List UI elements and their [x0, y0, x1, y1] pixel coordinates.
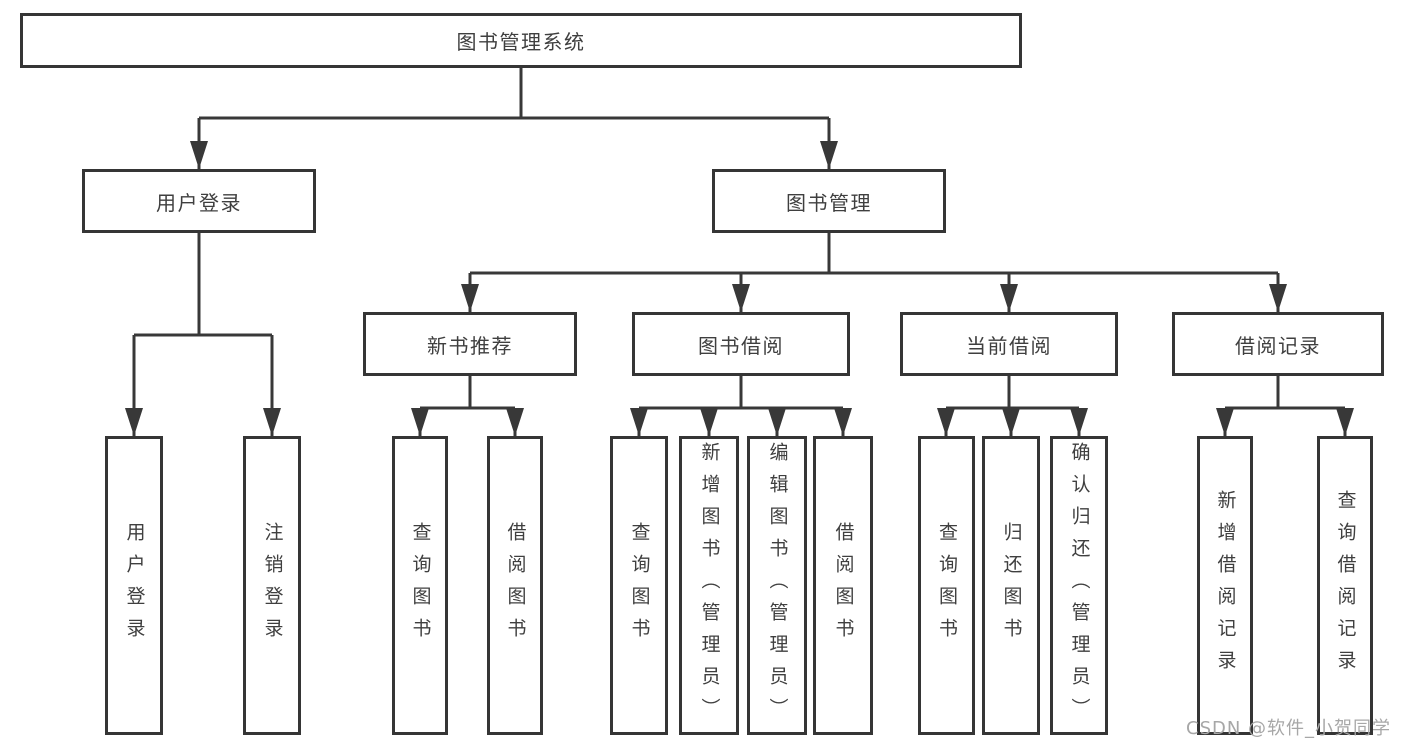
leaf-add-borrow-record: 新增借阅记录	[1197, 436, 1253, 735]
node-root: 图书管理系统	[20, 13, 1022, 68]
node-current-borrow: 当前借阅	[900, 312, 1118, 376]
leaf-recommend-query-books: 查询图书	[392, 436, 448, 735]
node-book-borrow: 图书借阅	[632, 312, 850, 376]
node-current-borrow-label: 当前借阅	[966, 333, 1052, 358]
leaf-recommend-query-books-label: 查询图书	[409, 521, 432, 650]
leaf-recommend-borrow-books-label: 借阅图书	[504, 521, 527, 650]
leaf-recommend-borrow-books: 借阅图书	[487, 436, 543, 735]
leaf-add-books-admin-label: 新增图书（管理员）	[698, 441, 721, 730]
csdn-watermark: CSDN @软件_小贺同学	[1186, 718, 1392, 739]
node-new-book-recommend-label: 新书推荐	[427, 333, 513, 358]
arrowheads	[125, 141, 1354, 436]
connector-path	[132, 68, 1347, 436]
leaf-current-query-books: 查询图书	[918, 436, 975, 735]
leaf-add-books-admin: 新增图书（管理员）	[679, 436, 739, 735]
leaf-logout-label: 注销登录	[261, 521, 284, 650]
leaf-edit-books-admin-label: 编辑图书（管理员）	[766, 441, 789, 730]
leaf-edit-books-admin: 编辑图书（管理员）	[747, 436, 807, 735]
leaf-query-borrow-record-label: 查询借阅记录	[1334, 489, 1357, 682]
node-new-book-recommend: 新书推荐	[363, 312, 577, 376]
node-book-management: 图书管理	[712, 169, 946, 233]
leaf-logout: 注销登录	[243, 436, 301, 735]
leaf-return-books: 归还图书	[982, 436, 1040, 735]
node-borrow-records-label: 借阅记录	[1235, 333, 1321, 358]
leaf-add-borrow-record-label: 新增借阅记录	[1214, 489, 1237, 682]
node-book-borrow-label: 图书借阅	[698, 333, 784, 358]
leaf-confirm-return-admin-label: 确认归还（管理员）	[1068, 441, 1091, 730]
leaf-confirm-return-admin: 确认归还（管理员）	[1050, 436, 1108, 735]
node-user-login-label: 用户登录	[156, 190, 242, 215]
leaf-user-login: 用户登录	[105, 436, 163, 735]
node-user-login: 用户登录	[82, 169, 316, 233]
leaf-borrow-books: 借阅图书	[813, 436, 873, 735]
leaf-borrow-query-books: 查询图书	[610, 436, 668, 735]
leaf-borrow-query-books-label: 查询图书	[628, 521, 651, 650]
leaf-current-query-books-label: 查询图书	[936, 521, 958, 650]
node-borrow-records: 借阅记录	[1172, 312, 1384, 376]
node-root-label: 图书管理系统	[456, 30, 586, 54]
leaf-borrow-books-label: 借阅图书	[832, 521, 855, 650]
leaf-user-login-label: 用户登录	[123, 521, 146, 650]
leaf-return-books-label: 归还图书	[1000, 521, 1023, 650]
node-book-management-label: 图书管理	[786, 190, 872, 215]
leaf-query-borrow-record: 查询借阅记录	[1317, 436, 1373, 735]
